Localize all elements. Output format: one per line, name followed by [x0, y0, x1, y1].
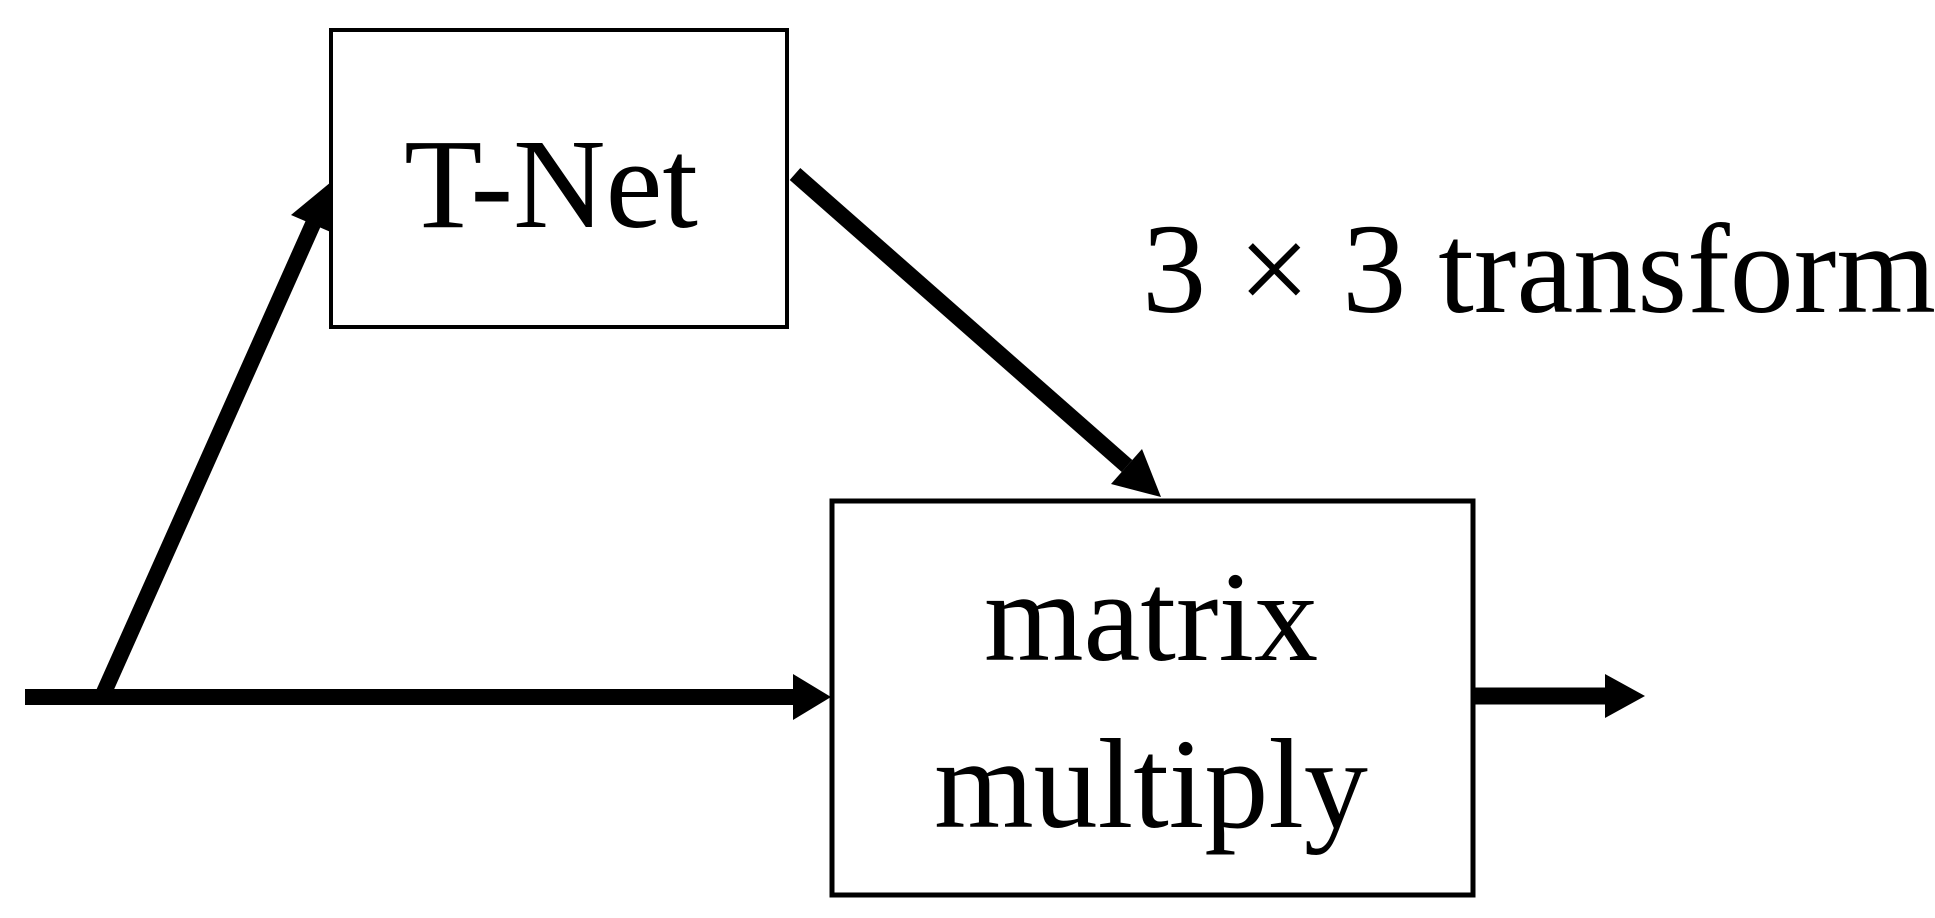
input-to-tnet-arrow-shaft	[93, 220, 321, 703]
matrix-multiply-node: matrix multiply	[829, 498, 1476, 898]
input-to-tnet-arrowhead-icon	[291, 182, 333, 233]
tnet-box	[329, 28, 789, 329]
matrix-multiply-label-line1: matrix	[984, 546, 1318, 688]
tnet-to-matrix-arrowhead-icon	[1111, 449, 1161, 497]
tnet-to-matrix-arrow	[789, 167, 1161, 497]
input-to-tnet-arrow	[93, 182, 333, 703]
matrix-multiply-label-line2: multiply	[934, 713, 1368, 855]
tnet-node: T-Net	[329, 28, 789, 329]
transform-annotation: 3 × 3 transform	[1142, 198, 1935, 340]
tnet-to-matrix-arrow-shaft	[789, 167, 1133, 473]
tnet-box-label: T-Net	[404, 113, 698, 255]
output-arrow	[1475, 674, 1645, 718]
output-arrowhead-icon	[1605, 674, 1645, 718]
input-arrowhead-icon	[793, 674, 831, 720]
matrix-multiply-box	[829, 498, 1476, 898]
input-arrow	[25, 674, 831, 720]
